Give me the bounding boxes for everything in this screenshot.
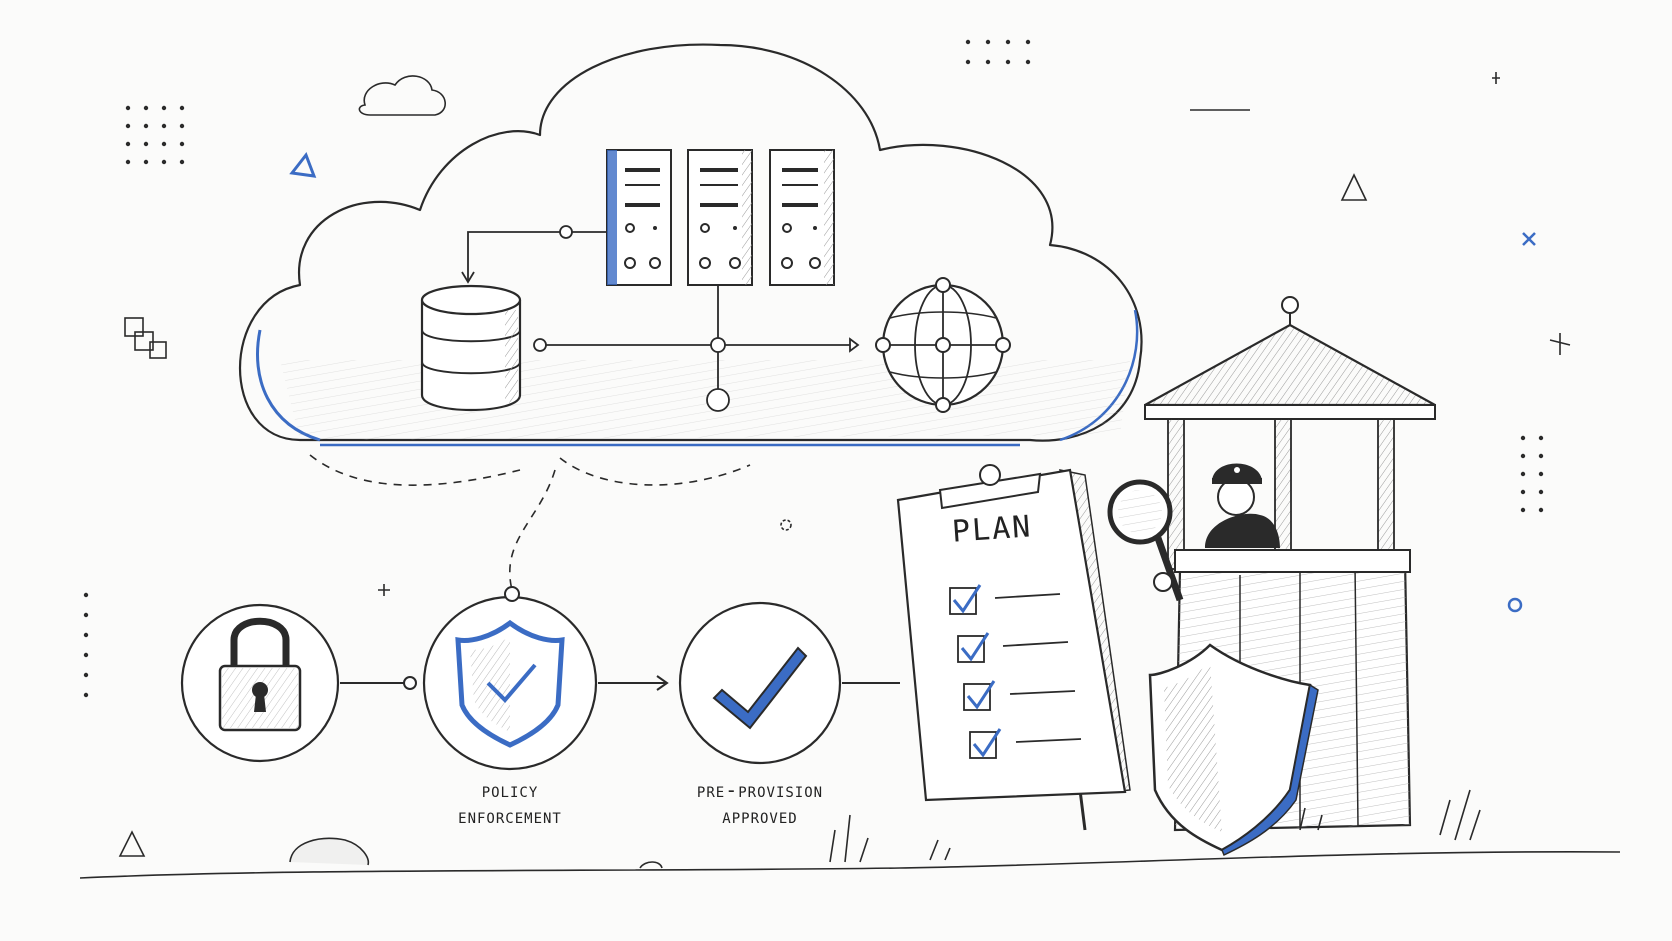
decor-dot: [1005, 59, 1011, 65]
decor-dot: [125, 141, 131, 147]
decor-dot: [1520, 507, 1526, 513]
server-rack-icon: [769, 149, 835, 286]
dashed-connector: [309, 454, 751, 591]
decorations: [118, 72, 1571, 857]
globe-network-icon: [875, 277, 1011, 413]
decor-dot: [83, 612, 89, 618]
decor-dot: [179, 141, 185, 147]
decor-dot: [143, 141, 149, 147]
decor-dot: [125, 123, 131, 129]
decor-dot: [985, 59, 991, 65]
decor-dot: [1538, 435, 1544, 441]
decor-dot: [83, 632, 89, 638]
label-line: Pre-Provision: [696, 778, 824, 802]
clipboard-clip: [938, 464, 1042, 510]
arrow-head: [656, 675, 669, 691]
checkmark-icon: [712, 646, 808, 730]
decor-dot: [125, 105, 131, 111]
server-rack-icon: [606, 149, 672, 286]
shield-check-icon: [455, 619, 565, 748]
decor-dot: [965, 59, 971, 65]
cloud-connectors: [461, 225, 860, 412]
decor-dot: [161, 159, 167, 165]
label-line: Enforcement: [458, 804, 562, 828]
label-line: Approved: [722, 804, 798, 828]
ground: [79, 789, 1621, 879]
decor-dot: [1538, 489, 1544, 495]
plan-title: PLAN: [950, 509, 1034, 550]
shield-icon: [1148, 643, 1319, 857]
decor-dot: [985, 39, 991, 45]
decor-dot: [125, 159, 131, 165]
checklist: [949, 584, 1082, 759]
decor-dot: [143, 159, 149, 165]
decor-dot: [1025, 59, 1031, 65]
decor-dot: [1520, 453, 1526, 459]
label-line: Policy: [481, 778, 539, 802]
magnifying-glass-icon: [1107, 479, 1184, 602]
decor-dot: [965, 39, 971, 45]
decor-dot: [83, 652, 89, 658]
step-policy-enforcement: [422, 586, 598, 771]
decor-dot: [83, 592, 89, 598]
decor-dot: [179, 105, 185, 111]
decor-dot: [179, 159, 185, 165]
decor-dot: [161, 123, 167, 129]
decor-dot: [143, 105, 149, 111]
decor-dot: [1520, 471, 1526, 477]
label-policy-enforcement: Policy Enforcement: [420, 777, 600, 829]
dot-grids: [83, 39, 1544, 698]
decor-dot: [161, 105, 167, 111]
guard-icon: [1205, 463, 1280, 548]
decor-dot: [83, 692, 89, 698]
decor-dot: [1025, 39, 1031, 45]
decor-dot: [1538, 453, 1544, 459]
decor-dot: [179, 123, 185, 129]
padlock-icon: [218, 617, 302, 732]
decor-dot: [1520, 489, 1526, 495]
plan-clipboard: [896, 464, 1131, 831]
step-pre-provision-approved: [678, 601, 842, 765]
decor-dot: [1538, 507, 1544, 513]
label-pre-provision-approved: Pre-Provision Approved: [660, 777, 860, 829]
decor-dot: [161, 141, 167, 147]
decor-dot: [143, 123, 149, 129]
decor-dot: [1005, 39, 1011, 45]
decor-dot: [1538, 471, 1544, 477]
decor-dot: [1520, 435, 1526, 441]
step-lock: [180, 603, 340, 763]
database-icon: [420, 284, 522, 412]
decor-dot: [83, 672, 89, 678]
server-rack-icon: [687, 149, 753, 286]
connector-node: [403, 676, 417, 690]
